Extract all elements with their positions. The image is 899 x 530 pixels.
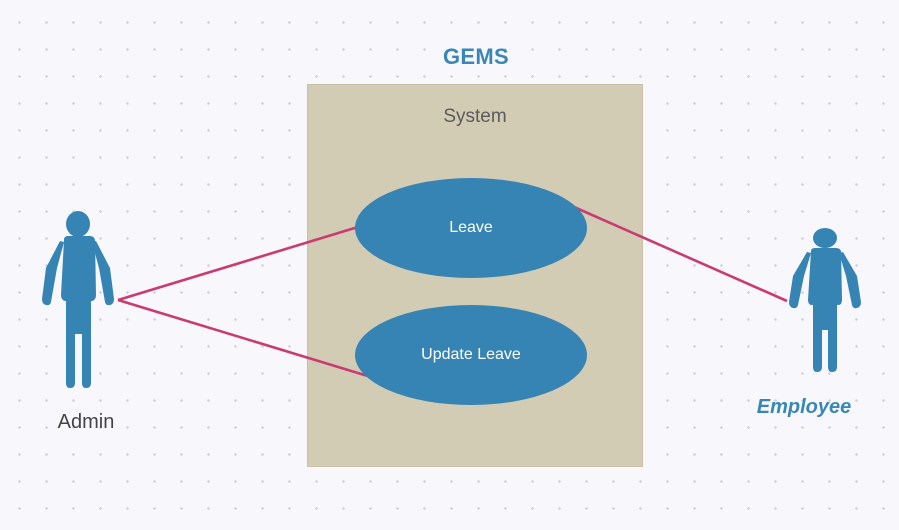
association-admin-update-leave[interactable] bbox=[117, 298, 372, 379]
admin-actor-label: Admin bbox=[57, 411, 115, 433]
diagram-title: GEMS bbox=[443, 44, 509, 69]
admin-actor-icon[interactable] bbox=[42, 211, 114, 388]
use-case-update-leave[interactable] bbox=[355, 305, 587, 405]
system-label: System bbox=[443, 106, 507, 127]
use-case-leave[interactable] bbox=[355, 178, 587, 278]
association-admin-leave[interactable] bbox=[117, 225, 359, 302]
association-leave-employee[interactable] bbox=[573, 205, 788, 303]
employee-actor-icon[interactable] bbox=[789, 228, 861, 372]
employee-actor-label: Employee bbox=[756, 396, 852, 418]
